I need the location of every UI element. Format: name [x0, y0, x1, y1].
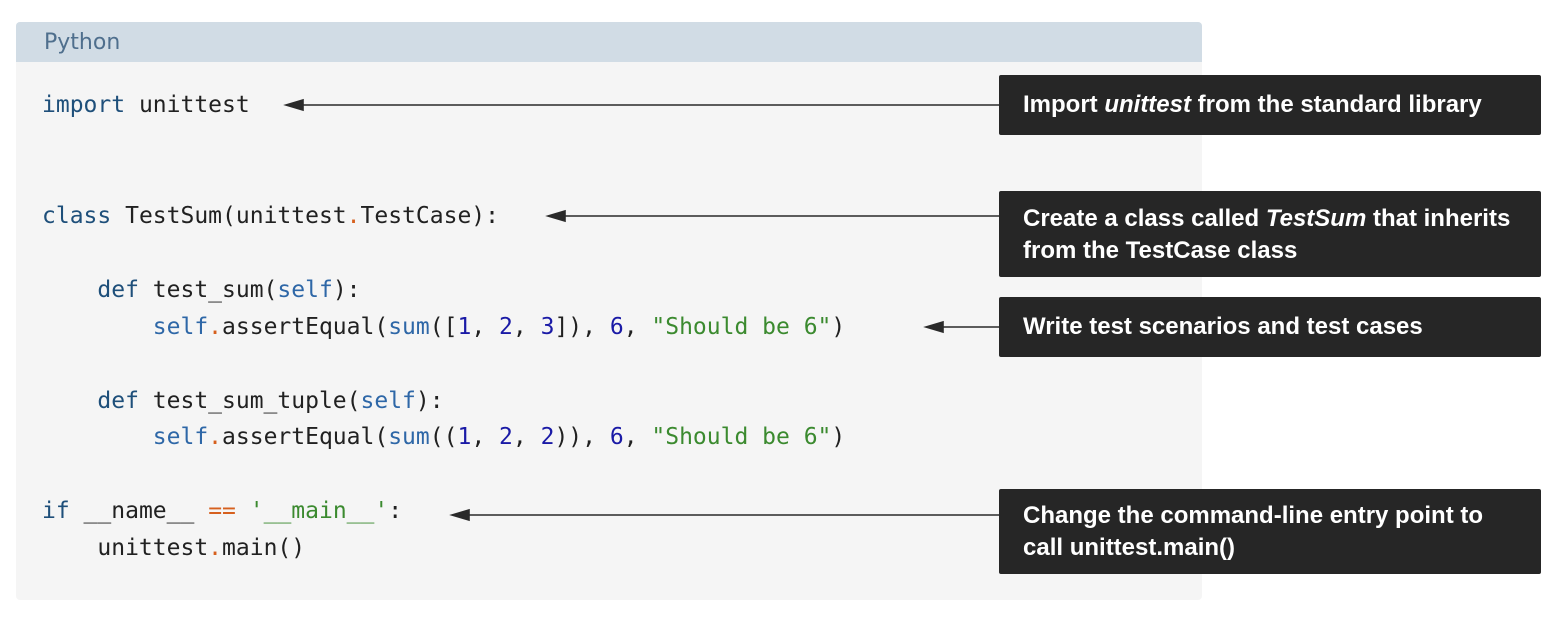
code-line-def-test-sum: def test_sum(self):: [42, 276, 361, 304]
self-param: self: [360, 388, 416, 414]
assert-call: assertEqual(: [222, 424, 389, 450]
class-keyword: class: [42, 203, 112, 229]
comma: ,: [471, 314, 500, 340]
code-line-def-test-sum-tuple: def test_sum_tuple(self):: [42, 387, 444, 415]
open-bracket: ([: [429, 314, 458, 340]
comma: ,: [623, 314, 652, 340]
callout-text: that inherits from the TestCase class: [1023, 205, 1511, 264]
close-paren: ): [831, 424, 846, 450]
callout-emphasis: unittest: [1104, 91, 1191, 118]
number: 1: [457, 314, 472, 340]
callout-entry: Change the command-line entry point to c…: [999, 489, 1541, 574]
number: 2: [499, 424, 513, 450]
callout-class: Create a class called TestSum that inher…: [999, 191, 1541, 277]
number: 2: [540, 424, 555, 450]
colon: :: [388, 498, 403, 524]
callout-text: Import: [1023, 91, 1105, 118]
comma: ,: [512, 424, 541, 450]
arrowhead-entry: [449, 508, 470, 522]
code-line-import: import unittest: [42, 91, 250, 119]
function-name: test_sum(: [138, 277, 278, 303]
arrowhead-class: [545, 209, 566, 223]
arrowhead-tests: [923, 320, 944, 334]
code-line-assert-list: self.assertEqual(sum([1, 2, 3]), 6, "Sho…: [42, 313, 845, 341]
number: 1: [457, 424, 472, 450]
number: 6: [609, 314, 624, 340]
close-paren: )),: [554, 424, 610, 450]
sum-builtin: sum: [388, 314, 430, 340]
def-keyword: def: [97, 388, 139, 414]
if-keyword: if: [42, 498, 70, 524]
import-keyword: import: [42, 92, 126, 118]
language-header: Python: [16, 22, 1202, 62]
callout-text: from the standard library: [1191, 91, 1482, 118]
language-label: Python: [44, 30, 121, 55]
close-paren: ): [831, 314, 846, 340]
code-line-unittest-main: unittest.main(): [42, 534, 305, 562]
callout-text: Change the command-line entry point to c…: [1023, 502, 1484, 561]
base-class: TestCase):: [360, 203, 499, 229]
callout-import: Import unittest from the standard librar…: [999, 75, 1541, 135]
callout-tests: Write test scenarios and test cases: [999, 297, 1541, 357]
open-paren: ((: [429, 424, 458, 450]
module-ref: unittest: [97, 535, 209, 561]
main-string: '__main__': [249, 498, 389, 524]
equality-operator: ==: [208, 498, 236, 524]
self-param: self: [277, 277, 333, 303]
string-literal: "Should be 6": [651, 314, 832, 340]
function-name: test_sum_tuple(: [138, 388, 361, 414]
close-bracket: ]),: [554, 314, 610, 340]
comma: ,: [471, 424, 500, 450]
callout-text: Write test scenarios and test cases: [1023, 313, 1423, 340]
number: 2: [499, 314, 513, 340]
dot-operator: .: [346, 203, 361, 229]
def-end: ):: [415, 388, 444, 414]
main-call: main(): [222, 535, 306, 561]
code-line-class: class TestSum(unittest.TestCase):: [42, 202, 499, 230]
dot-operator: .: [208, 535, 223, 561]
number: 3: [540, 314, 555, 340]
dot-operator: .: [208, 424, 223, 450]
def-keyword: def: [97, 277, 139, 303]
string-literal: "Should be 6": [651, 424, 832, 450]
def-end: ):: [332, 277, 361, 303]
self-ref: self: [152, 424, 209, 450]
self-ref: self: [152, 314, 209, 340]
class-name: TestSum(unittest: [111, 203, 347, 229]
sum-builtin: sum: [388, 424, 430, 450]
arrowhead-import: [283, 98, 304, 112]
assert-call: assertEqual(: [222, 314, 389, 340]
comma: ,: [512, 314, 541, 340]
code-line-assert-tuple: self.assertEqual(sum((1, 2, 2)), 6, "Sho…: [42, 423, 845, 451]
callout-emphasis: TestSum: [1265, 205, 1367, 232]
comma: ,: [623, 424, 652, 450]
code-line-if-main: if __name__ == '__main__':: [42, 497, 402, 525]
callout-text: Create a class called: [1023, 205, 1266, 232]
number: 6: [609, 424, 624, 450]
module-name: unittest: [125, 92, 250, 118]
dunder-name: __name__: [69, 498, 209, 524]
dot-operator: .: [208, 314, 223, 340]
